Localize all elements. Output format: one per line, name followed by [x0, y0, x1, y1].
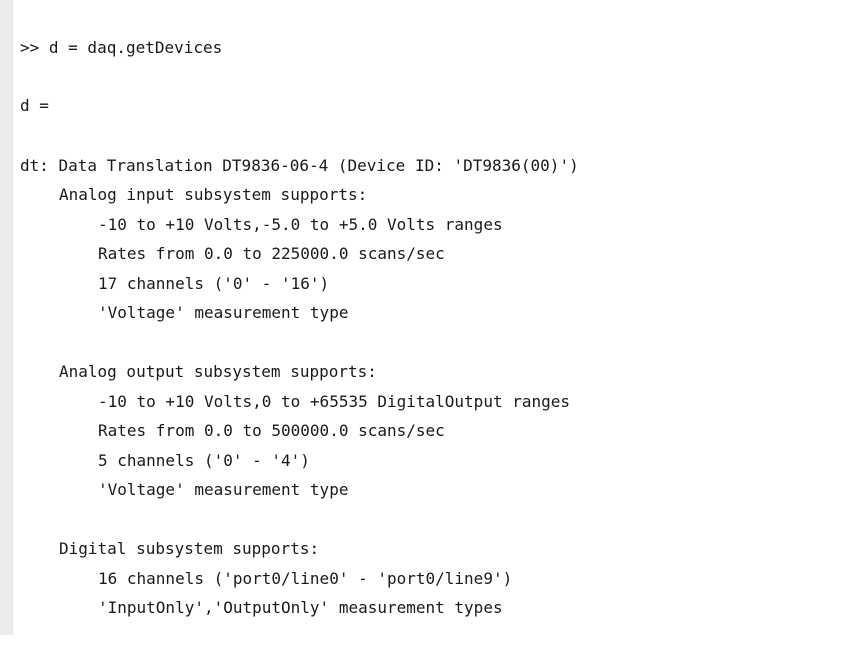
analog-input-rates: Rates from 0.0 to 225000.0 scans/sec: [98, 244, 445, 263]
analog-output-channels: 5 channels ('0' - '4'): [98, 451, 310, 470]
analog-input-measurement: 'Voltage' measurement type: [98, 303, 349, 322]
analog-output-ranges: -10 to +10 Volts,0 to +65535 DigitalOutp…: [98, 392, 571, 411]
analog-output-measurement: 'Voltage' measurement type: [98, 480, 349, 499]
digital-channels: 16 channels ('port0/line0' - 'port0/line…: [98, 569, 513, 588]
command-prompt-line: >> d = daq.getDevices: [20, 38, 223, 57]
command-window-gutter: [0, 0, 13, 635]
analog-input-channels: 17 channels ('0' - '16'): [98, 274, 330, 293]
analog-input-ranges: -10 to +10 Volts,-5.0 to +5.0 Volts rang…: [98, 215, 503, 234]
analog-output-heading: Analog output subsystem supports:: [59, 362, 377, 381]
command-window[interactable]: >> d = daq.getDevices d = dt: Data Trans…: [0, 0, 865, 635]
analog-output-rates: Rates from 0.0 to 500000.0 scans/sec: [98, 421, 445, 440]
variable-assignment: d =: [20, 96, 49, 115]
digital-measurement: 'InputOnly','OutputOnly' measurement typ…: [98, 598, 503, 617]
console-output: >> d = daq.getDevices d = dt: Data Trans…: [20, 38, 579, 617]
device-description: dt: Data Translation DT9836-06-4 (Device…: [20, 156, 579, 175]
digital-heading: Digital subsystem supports:: [59, 539, 320, 558]
analog-input-heading: Analog input subsystem supports:: [59, 185, 368, 204]
bottom-margin: [0, 635, 865, 649]
